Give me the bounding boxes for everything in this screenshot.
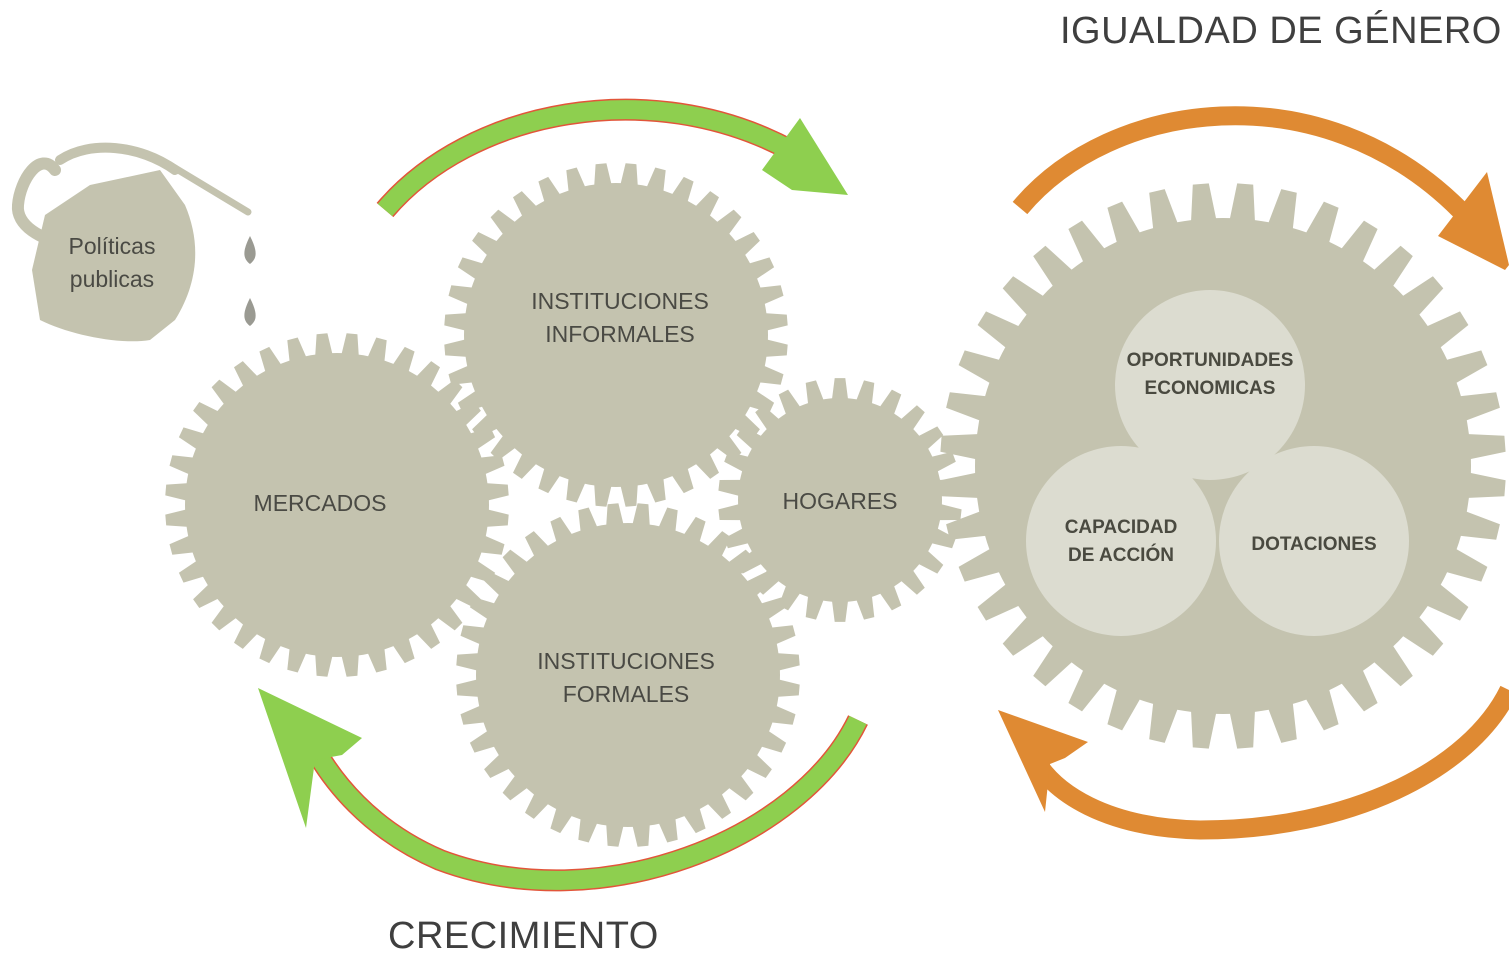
orange-arrow-bottom <box>998 685 1509 840</box>
politicas-line1: Políticas <box>68 233 156 259</box>
gear-formales <box>456 503 800 847</box>
hogares-line1: HOGARES <box>782 488 898 514</box>
dotaciones-bubble <box>1219 446 1409 636</box>
green-arrow-bottom <box>258 688 868 892</box>
water-drop-icon-2 <box>244 298 256 326</box>
gear-label-informales: INSTITUCIONES INFORMALES <box>500 285 740 352</box>
gear-mercados <box>165 333 509 677</box>
water-drop-icon-1 <box>244 236 256 264</box>
orange-arrow-top <box>1012 106 1509 270</box>
formales-line1: INSTITUCIONES <box>537 648 715 674</box>
gear-hogares <box>718 378 962 622</box>
crecimiento-title: CRECIMIENTO <box>388 915 659 957</box>
politicas-label: Políticas publicas <box>52 230 172 297</box>
bubble-label-oportunidades: OPORTUNIDADES ECONOMICAS <box>1110 347 1310 402</box>
capacidad-line2: DE ACCIÓN <box>1068 544 1174 566</box>
dotaciones-line1: DOTACIONES <box>1251 534 1377 555</box>
gear-label-formales: INSTITUCIONES FORMALES <box>506 645 746 712</box>
formales-line2: FORMALES <box>562 681 690 708</box>
informales-line2: INFORMALES <box>545 321 695 348</box>
politicas-line2: publicas <box>69 266 155 293</box>
informales-line1: INSTITUCIONES <box>531 288 709 314</box>
igualdad-title: IGUALDAD DE GÉNERO <box>1060 10 1502 52</box>
oportunidades-line2: ECONOMICAS <box>1144 377 1276 399</box>
watering-can-icon <box>11 142 252 342</box>
mercados-line1: MERCADOS <box>253 490 387 516</box>
capacidad-line1: CAPACIDAD <box>1064 517 1178 538</box>
capacidad-bubble <box>1026 446 1216 636</box>
green-arrow-top <box>376 98 848 218</box>
bubble-label-dotaciones: DOTACIONES <box>1224 531 1404 559</box>
gear-informales <box>444 163 788 507</box>
gear-label-mercados: MERCADOS <box>210 487 430 520</box>
oportunidades-line1: OPORTUNIDADES <box>1126 350 1294 371</box>
oportunidades-bubble <box>1115 290 1305 480</box>
gear-label-hogares: HOGARES <box>760 485 920 518</box>
bubble-label-capacidad: CAPACIDAD DE ACCIÓN <box>1031 514 1211 569</box>
